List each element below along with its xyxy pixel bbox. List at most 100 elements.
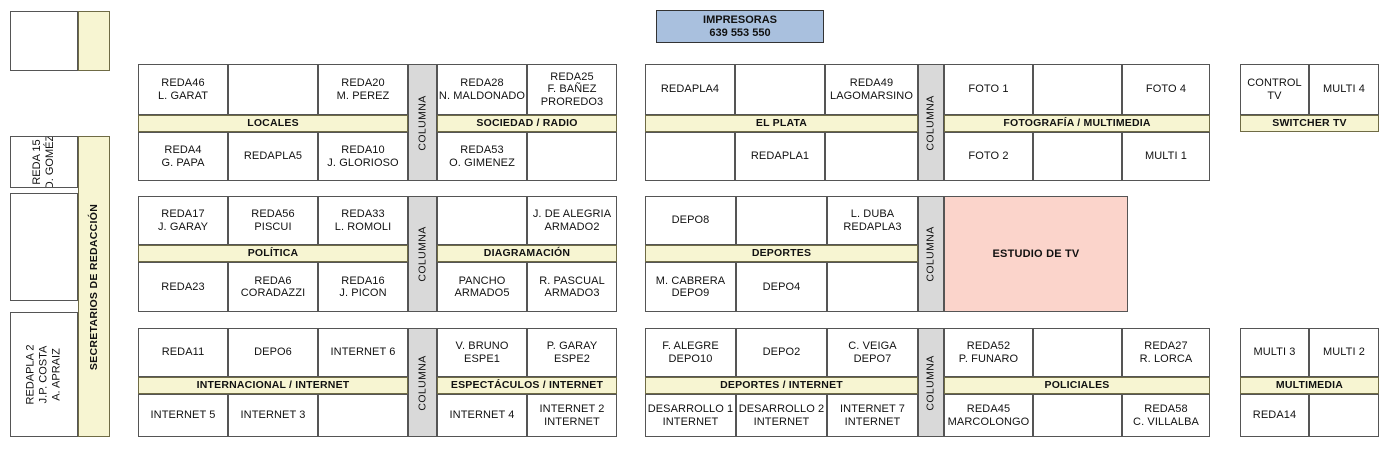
cell-internacional-top-0[interactable]: REDA11 — [138, 328, 228, 377]
cell-locales-top-1[interactable] — [228, 64, 318, 115]
cell-elplata-top-0[interactable]: REDAPLA4 — [645, 64, 735, 115]
columna-divider-2: COLUMNA — [918, 64, 944, 181]
cell-politica-top-1[interactable]: REDA56 PISCUI — [228, 196, 318, 245]
cell-deportes-internet-bottom-0[interactable]: DESARROLLO 1 INTERNET — [645, 394, 736, 437]
cell-elplata-bottom-0[interactable] — [645, 132, 735, 181]
cell-sociedad-bottom-1[interactable] — [527, 132, 617, 181]
cell-locales-top-0[interactable]: REDA46 L. GARAT — [138, 64, 228, 115]
cell-locales-bottom-0[interactable]: REDA4 G. PAPA — [138, 132, 228, 181]
band-deportes-internet: DEPORTES / INTERNET — [645, 377, 918, 394]
cell-internacional-top-2[interactable]: INTERNET 6 — [318, 328, 408, 377]
sidebar-cell-redapla2[interactable]: REDAPLA 2 J.P. COSTA A. APRAIZ — [10, 312, 78, 437]
cell-multimedia-bottom-1[interactable] — [1309, 394, 1379, 437]
cell-espectaculos-bottom-0[interactable]: INTERNET 4 — [437, 394, 527, 437]
cell-internacional-bottom-1[interactable]: INTERNET 3 — [228, 394, 318, 437]
cell-sociedad-bottom-0[interactable]: REDA53 O. GIMENEZ — [437, 132, 527, 181]
cell-deportes-top-0[interactable]: DEPO8 — [645, 196, 736, 245]
cell-elplata-bottom-2[interactable] — [825, 132, 918, 181]
cell-text: REDA14 — [1252, 409, 1297, 422]
band-label: SWITCHER TV — [1272, 117, 1347, 129]
cell-internacional-top-1[interactable]: DEPO6 — [228, 328, 318, 377]
sidebar-cell-redapla2-label: REDAPLA 2 J.P. COSTA A. APRAIZ — [24, 344, 63, 405]
cell-text: INTERNET 6 — [330, 346, 396, 359]
cell-text: DEPO2 — [762, 346, 801, 359]
cell-policiales-bottom-1[interactable] — [1033, 394, 1122, 437]
columna-divider-4: COLUMNA — [918, 196, 944, 312]
cell-deportes-internet-top-1[interactable]: DEPO2 — [736, 328, 827, 377]
cell-text: F. ALEGRE DEPO10 — [662, 340, 719, 365]
cell-policiales-bottom-0[interactable]: REDA45 MARCOLONGO — [944, 394, 1033, 437]
band-label: EL PLATA — [755, 117, 808, 129]
cell-deportes-top-2[interactable]: L. DUBA REDAPLA3 — [827, 196, 918, 245]
cell-text: REDAPLA5 — [243, 150, 303, 163]
cell-politica-top-0[interactable]: REDA17 J. GARAY — [138, 196, 228, 245]
band-politica: POLÍTICA — [138, 245, 408, 262]
cell-policiales-top-1[interactable] — [1033, 328, 1122, 377]
cell-text: P. GARAY ESPE2 — [546, 340, 598, 365]
cell-fotografia-top-0[interactable]: FOTO 1 — [944, 64, 1033, 115]
cell-sociedad-top-0[interactable]: REDA28 N. MALDONADO — [437, 64, 527, 115]
cell-deportes-internet-bottom-2[interactable]: INTERNET 7 INTERNET — [827, 394, 918, 437]
cell-politica-top-2[interactable]: REDA33 L. ROMOLI — [318, 196, 408, 245]
cell-deportes-internet-top-2[interactable]: C. VEIGA DEPO7 — [827, 328, 918, 377]
band-sociedad: SOCIEDAD / RADIO — [437, 115, 617, 132]
cell-text: REDA17 J. GARAY — [157, 208, 209, 233]
cell-internacional-bottom-2[interactable] — [318, 394, 408, 437]
cell-text: REDA25 F. BAÑEZ PROREDO3 — [540, 70, 604, 108]
cell-diagramacion-bottom-1[interactable]: R. PASCUAL ARMADO3 — [527, 262, 617, 312]
printers-box[interactable]: IMPRESORAS 639 553 550 — [656, 10, 824, 43]
cell-locales-top-2[interactable]: REDA20 M. PEREZ — [318, 64, 408, 115]
cell-text: DEPO6 — [254, 346, 292, 359]
cell-text: R. PASCUAL ARMADO3 — [539, 274, 605, 300]
cell-locales-bottom-2[interactable]: REDA10 J. GLORIOSO — [318, 132, 408, 181]
cell-multimedia-bottom-0[interactable]: REDA14 — [1240, 394, 1309, 437]
cell-switcher-top-1[interactable]: MULTI 4 — [1309, 64, 1379, 115]
cell-espectaculos-top-1[interactable]: P. GARAY ESPE2 — [527, 328, 617, 377]
cell-text: REDA58 C. VILLALBA — [1133, 403, 1199, 428]
cell-switcher-top-0[interactable]: CONTROL TV — [1240, 64, 1309, 115]
cell-multimedia-top-1[interactable]: MULTI 2 — [1309, 328, 1379, 377]
cell-espectaculos-bottom-1[interactable]: INTERNET 2 INTERNET — [527, 394, 617, 437]
cell-fotografia-bottom-1[interactable] — [1033, 132, 1122, 181]
cell-diagramacion-top-0[interactable] — [437, 196, 527, 245]
sidebar-top-empty-cell[interactable] — [10, 11, 78, 71]
cell-fotografia-top-2[interactable]: FOTO 4 — [1122, 64, 1210, 115]
cell-politica-bottom-0[interactable]: REDA23 — [138, 262, 228, 312]
cell-text: REDAPLA4 — [660, 83, 720, 96]
cell-diagramacion-top-1[interactable]: J. DE ALEGRIA ARMADO2 — [527, 196, 617, 245]
cell-deportes-top-1[interactable] — [736, 196, 827, 245]
cell-politica-bottom-2[interactable]: REDA16 J. PICON — [318, 262, 408, 312]
cell-elplata-top-1[interactable] — [735, 64, 825, 115]
estudio-de-tv-box[interactable]: ESTUDIO DE TV — [944, 196, 1128, 312]
cell-elplata-top-2[interactable]: REDA49 LAGOMARSINO — [825, 64, 918, 115]
cell-deportes-bottom-1[interactable]: DEPO4 — [736, 262, 827, 312]
cell-policiales-top-0[interactable]: REDA52 P. FUNARO — [944, 328, 1033, 377]
cell-text: L. DUBA REDAPLA3 — [843, 208, 902, 233]
band-label: LOCALES — [247, 117, 299, 129]
cell-politica-bottom-1[interactable]: REDA6 CORADAZZI — [228, 262, 318, 312]
cell-fotografia-top-1[interactable] — [1033, 64, 1122, 115]
cell-fotografia-bottom-0[interactable]: FOTO 2 — [944, 132, 1033, 181]
cell-deportes-bottom-0[interactable]: M. CABRERA DEPO9 — [645, 262, 736, 312]
columna-divider-5: COLUMNA — [408, 328, 437, 437]
band-internacional: INTERNACIONAL / INTERNET — [138, 377, 408, 394]
cell-deportes-internet-top-0[interactable]: F. ALEGRE DEPO10 — [645, 328, 736, 377]
cell-policiales-top-2[interactable]: REDA27 R. LORCA — [1122, 328, 1210, 377]
cell-multimedia-top-0[interactable]: MULTI 3 — [1240, 328, 1309, 377]
cell-internacional-bottom-0[interactable]: INTERNET 5 — [138, 394, 228, 437]
cell-text: REDA23 — [161, 280, 205, 293]
sidebar-cell-reda15[interactable]: REDA 15 D. GOMÉZ — [10, 136, 78, 188]
cell-deportes-bottom-2[interactable] — [827, 262, 918, 312]
cell-fotografia-bottom-2[interactable]: MULTI 1 — [1122, 132, 1210, 181]
cell-sociedad-top-1[interactable]: REDA25 F. BAÑEZ PROREDO3 — [527, 64, 617, 115]
sidebar-cell-empty[interactable] — [10, 193, 78, 301]
cell-deportes-internet-bottom-1[interactable]: DESARROLLO 2 INTERNET — [736, 394, 827, 437]
cell-text: FOTO 2 — [968, 150, 1009, 163]
cell-elplata-bottom-1[interactable]: REDAPLA1 — [735, 132, 825, 181]
cell-diagramacion-bottom-0[interactable]: PANCHO ARMADO5 — [437, 262, 527, 312]
cell-espectaculos-top-0[interactable]: V. BRUNO ESPE1 — [437, 328, 527, 377]
cell-text: M. CABRERA DEPO9 — [655, 274, 726, 300]
cell-locales-bottom-1[interactable]: REDAPLA5 — [228, 132, 318, 181]
band-label: DEPORTES — [751, 247, 812, 259]
cell-policiales-bottom-2[interactable]: REDA58 C. VILLALBA — [1122, 394, 1210, 437]
